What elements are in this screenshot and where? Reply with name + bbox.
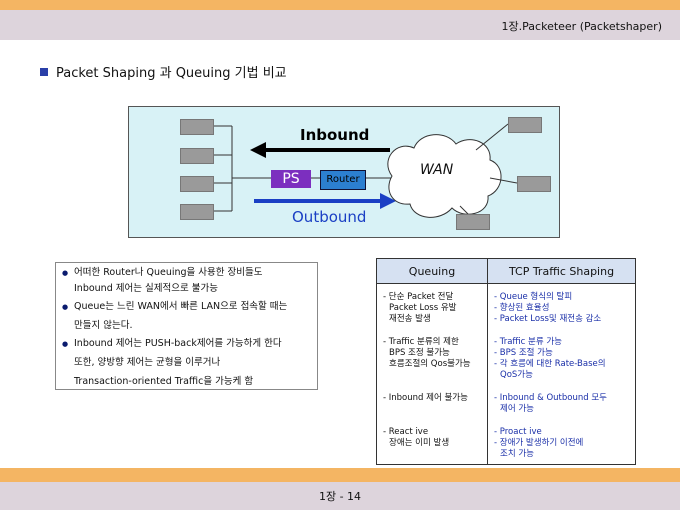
lan-host-box [180,148,214,164]
cell-line: - BPS 조절 가능 [494,348,553,358]
cell-line: - Inbound & Outbound 모두 [494,393,607,403]
lan-host-box [180,119,214,135]
bullet-item: Inbound 제어는 PUSH-back제어를 가능하게 한다 또한, 양방향… [62,336,311,390]
cell-line: - 각 흐름에 대한 Rate-Base의 [494,359,606,369]
title-bullet-icon [40,67,48,76]
wan-label: WAN [420,162,454,178]
bullet-line: 어떠한 Router나 Queuing을 사용한 장비들도 [74,267,263,278]
cell-line: Packet Loss 유발 [389,303,457,313]
queuing-cell: - Traffic 분류의 제한 BPS 조정 불가능 흐름조절의 Qos불가능 [376,329,488,385]
bullet-item: 어떠한 Router나 Queuing을 사용한 장비들도 Inbound 제어… [62,265,311,297]
header-accent-bar [0,0,680,10]
bullet-panel: 어떠한 Router나 Queuing을 사용한 장비들도 Inbound 제어… [55,262,318,390]
router-box: Router [320,170,366,190]
header-bar [0,10,680,40]
table-row: - Traffic 분류의 제한 BPS 조정 불가능 흐름조절의 Qos불가능… [376,329,636,385]
cell-line: - Traffic 분류 가능 [494,337,562,347]
cell-line: - Inbound 제어 불가능 [383,393,468,403]
bullet-item: Queue는 느린 WAN에서 빠른 LAN으로 접속할 때는 만들지 않는다. [62,299,311,334]
ps-box: PS [271,170,311,188]
table-header-tcp-shaping: TCP Traffic Shaping [487,258,636,284]
slide-title-text: Packet Shaping 과 Queuing 기법 비교 [56,66,287,81]
inbound-label: Inbound [300,126,370,144]
cell-line: - React ive [383,427,429,437]
bullet-line: Transaction-oriented Traffic을 가능케 함 [74,376,254,387]
footer-bar [0,482,680,510]
chapter-title: 1장.Packeteer (Packetshaper) [501,20,662,33]
table-row: - React ive 장애는 이미 발생 - Proact ive - 장애가… [376,419,636,465]
lan-host-box [180,176,214,192]
wan-host-box [517,176,551,192]
shaping-cell: - Queue 형식의 탈피 - 향상된 효율성 - Packet Loss및 … [487,283,636,329]
cell-line: - 단순 Packet 전달 [383,292,454,302]
cell-line: QoS가능 [500,370,533,380]
shaping-cell: - Inbound & Outbound 모두 제어 가능 [487,385,636,419]
cell-line: - 향상된 효율성 [494,303,550,313]
cell-line: 조치 가능 [500,449,534,459]
cell-line: - Traffic 분류의 제한 [383,337,459,347]
outbound-label: Outbound [292,208,367,226]
table-row: - Inbound 제어 불가능 - Inbound & Outbound 모두… [376,385,636,419]
cell-line: BPS 조정 불가능 [389,348,450,358]
bullet-line: Inbound 제어는 실제적으로 불가능 [74,283,218,294]
cell-line: - Proact ive [494,427,542,437]
bullet-line: 만들지 않는다. [74,320,133,331]
cell-line: 제어 가능 [500,404,534,414]
cell-line: - Queue 형식의 탈피 [494,292,573,302]
queuing-cell: - React ive 장애는 이미 발생 [376,419,488,465]
table-header-queuing: Queuing [376,258,488,284]
lan-host-box [180,204,214,220]
page-number: 1장 - 14 [318,490,362,503]
slide-title: Packet Shaping 과 Queuing 기법 비교 [40,62,287,81]
cell-line: 흐름조절의 Qos불가능 [389,359,471,369]
comparison-table: Queuing TCP Traffic Shaping - 단순 Packet … [376,258,636,465]
cell-line: - Packet Loss및 재전송 감소 [494,314,602,324]
table-row: - 단순 Packet 전달 Packet Loss 유발 재전송 발생 - Q… [376,283,636,329]
shaping-cell: - Proact ive - 장애가 발생하기 이전에 조치 가능 [487,419,636,465]
cell-line: 재전송 발생 [389,314,431,324]
queuing-cell: - 단순 Packet 전달 Packet Loss 유발 재전송 발생 [376,283,488,329]
cell-line: 장애는 이미 발생 [389,438,450,448]
cell-line: - 장애가 발생하기 이전에 [494,438,584,448]
footer-accent-bar [0,468,680,482]
queuing-cell: - Inbound 제어 불가능 [376,385,488,419]
shaping-cell: - Traffic 분류 가능 - BPS 조절 가능 - 각 흐름에 대한 R… [487,329,636,385]
bullet-line: 또한, 양방향 제어는 균형을 이루거나 [74,357,221,368]
bullet-line: Inbound 제어는 PUSH-back제어를 가능하게 한다 [74,338,282,349]
wan-host-box [508,117,542,133]
bullet-line: Queue는 느린 WAN에서 빠른 LAN으로 접속할 때는 [74,301,288,312]
wan-host-box [456,214,490,230]
